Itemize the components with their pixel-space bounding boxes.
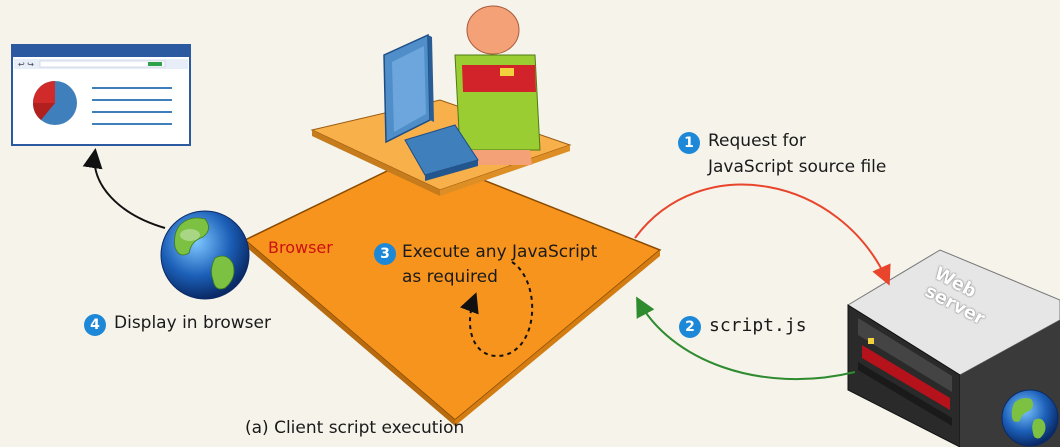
step-4-label: Display in browser [114,313,271,333]
computer-monitor-icon [383,33,479,181]
step-2-badge: 2 [679,316,701,338]
browser-window-icon: ↩ ↪ [11,44,191,146]
step-4-badge: 4 [84,314,106,336]
execute-loop-arrow [459,261,534,357]
response-arrow [636,296,856,381]
step-3-line1: Execute any JavaScript [402,242,598,262]
server-globe-icon [1001,389,1059,447]
display-arrow [82,148,166,229]
caption: (a) Client script execution [245,418,465,438]
svg-text:↩ ↪: ↩ ↪ [18,60,34,69]
step-2-label: script.js [709,315,807,336]
step-1-line1: Request for [708,131,806,151]
browser-label: Browser [268,238,333,257]
step-3-badge: 3 [374,243,396,265]
web-server-icon [847,249,1060,447]
step-1-badge: 1 [678,132,700,154]
user-figure-icon [454,5,541,165]
step-1-line2: JavaScript source file [708,157,887,177]
request-arrow [634,183,891,286]
browser-platform [243,154,662,426]
step-3-line2: as required [402,267,498,287]
browser-globe-icon [160,210,250,300]
